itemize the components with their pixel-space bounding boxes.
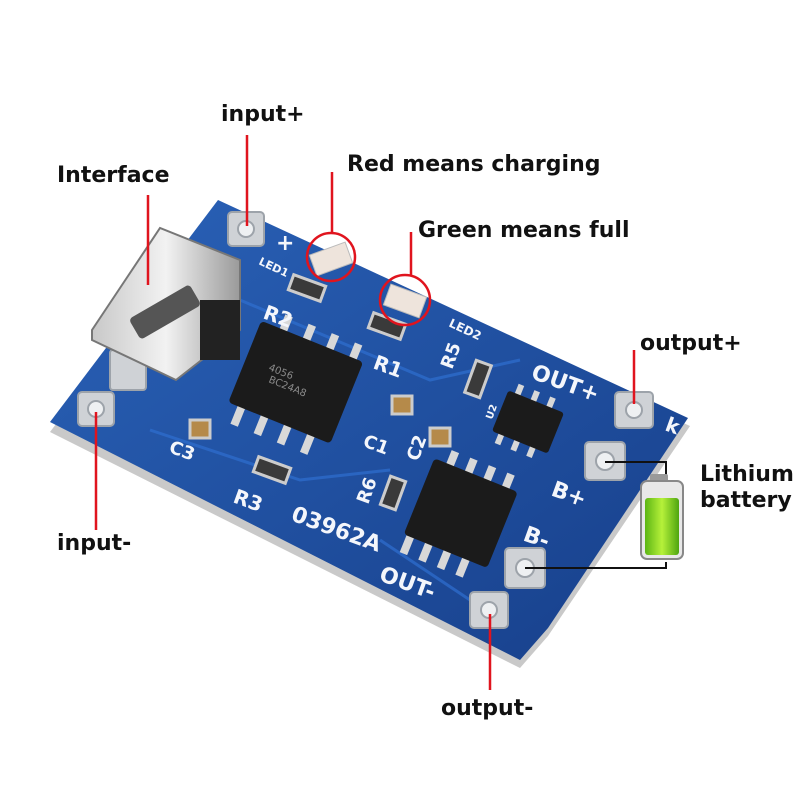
resistor-r2: [286, 272, 328, 304]
battery-connection-lines: [525, 461, 667, 569]
battery-icon: [640, 474, 684, 560]
capacitor-c1: [390, 394, 414, 416]
capacitor-c3: [188, 418, 212, 440]
resistor-r5: [462, 358, 494, 400]
label-output-minus: output-: [441, 696, 534, 721]
label-input-minus: input-: [57, 531, 132, 556]
label-battery-line1: Lithium: [700, 462, 794, 487]
resistor-r6: [378, 474, 408, 512]
micro-usb-connector: [91, 226, 241, 382]
protection-ic-u2: [492, 383, 564, 459]
capacitor-c2: [428, 426, 452, 448]
label-input-plus: input+: [221, 102, 305, 127]
label-red-led: Red means charging: [347, 152, 601, 177]
protection-mosfet-chip: [399, 450, 517, 578]
silk-plus: +: [276, 231, 294, 256]
annotation-lines: [94, 135, 636, 690]
led1: [308, 241, 354, 277]
label-interface: Interface: [57, 163, 170, 188]
silk-u2: U2: [484, 403, 500, 421]
resistor-r3: [251, 454, 293, 486]
label-green-led: Green means full: [418, 218, 630, 243]
label-battery-line2: battery: [700, 488, 792, 513]
label-output-plus: output+: [640, 331, 742, 356]
main-charger-chip: [229, 314, 363, 455]
led2: [382, 283, 428, 319]
